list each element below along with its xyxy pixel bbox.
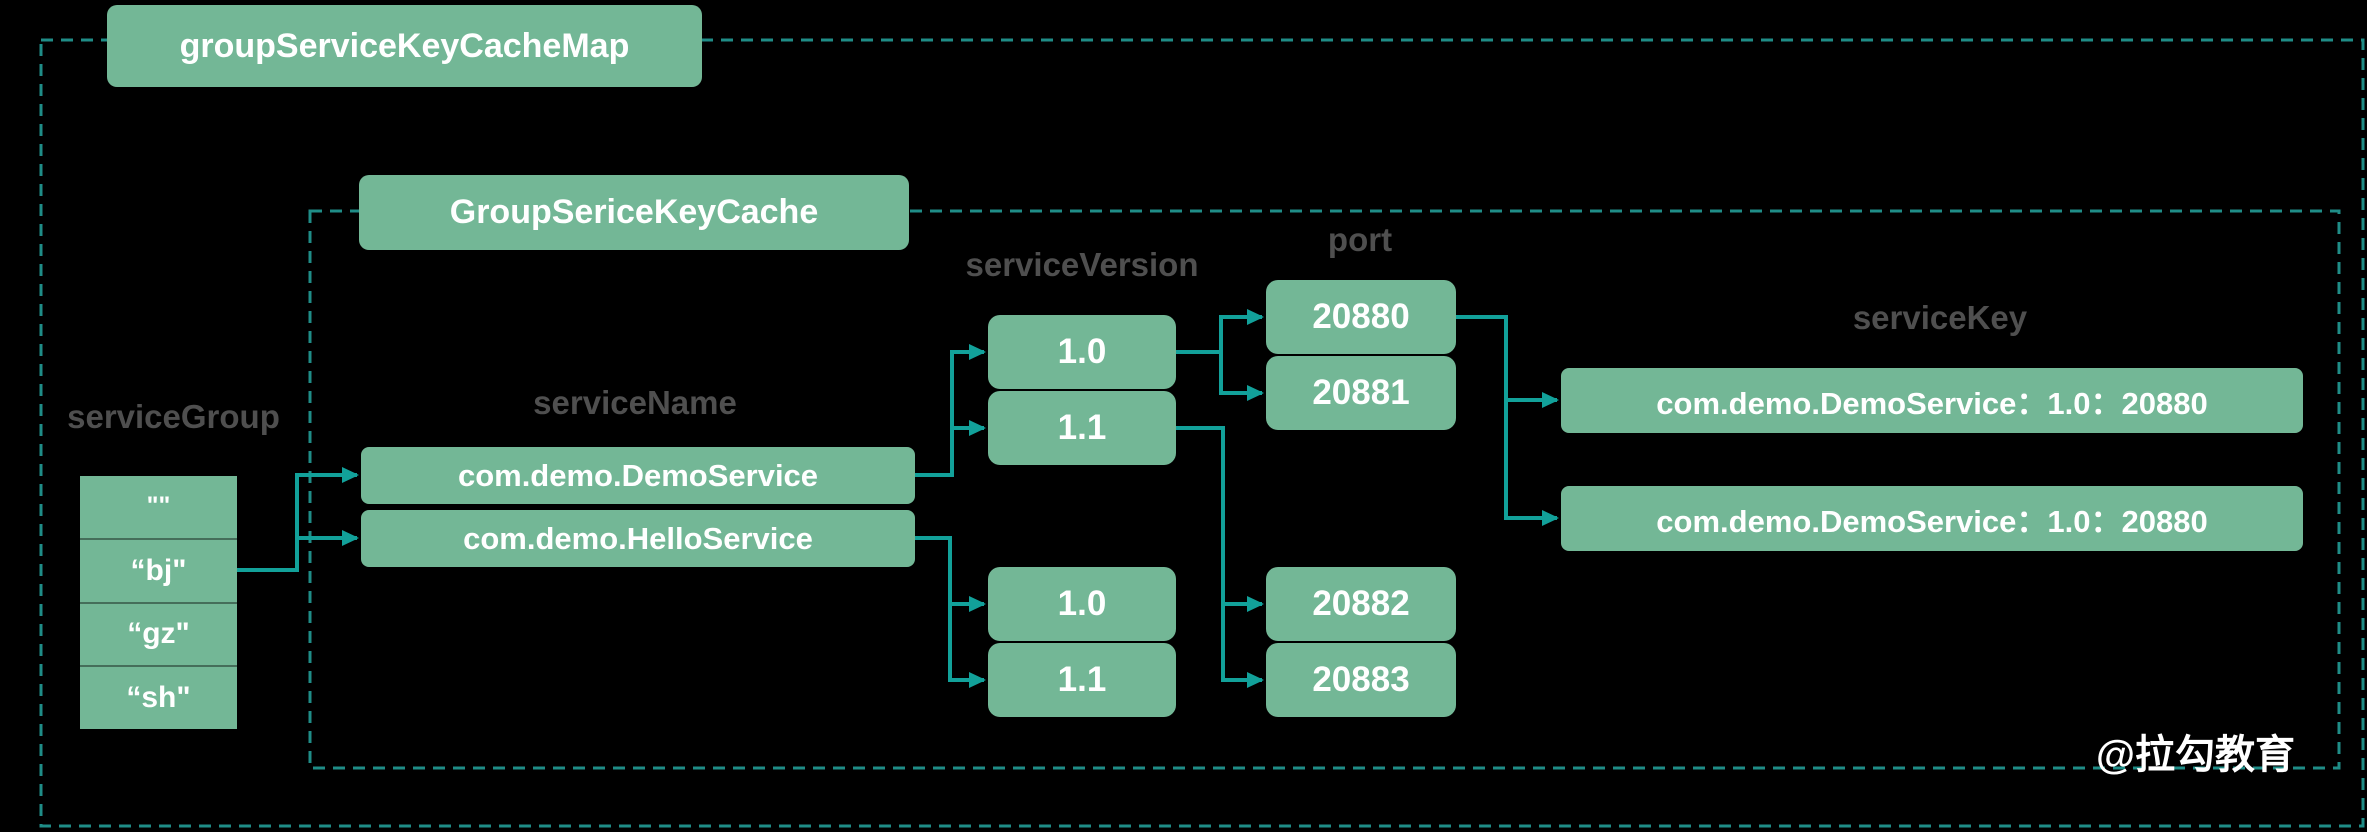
port-box-20880: 20880: [1266, 280, 1456, 354]
service-version-label: serviceVersion: [965, 246, 1199, 283]
arrow-version11-to-ports: [1176, 426, 1264, 688]
service-group-stack: "" “bj" “gz" “sh": [80, 476, 237, 729]
port-box-20882: 20882: [1266, 567, 1456, 641]
service-name-label: serviceName: [533, 384, 737, 421]
port-label: port: [1327, 221, 1393, 258]
group-service-key-cache-map-title: groupServiceKeyCacheMap: [107, 5, 702, 87]
service-group-item: "": [80, 476, 237, 540]
service-key-label: serviceKey: [1852, 299, 2028, 336]
service-name-box-demoservice: com.demo.DemoService: [361, 447, 915, 504]
arrow-port-to-keys: [1456, 315, 1559, 526]
inner-dashed-border: [308, 209, 2341, 770]
outer-dashed-border: [39, 38, 2365, 828]
service-key-box-2: com.demo.DemoService：1.0：20880: [1561, 486, 2303, 551]
version-box-1-1-top: 1.1: [988, 391, 1176, 465]
group-serice-key-cache-title: GroupSericeKeyCache: [359, 175, 909, 250]
service-group-item: “gz": [80, 604, 237, 668]
version-box-1-1-bottom: 1.1: [988, 643, 1176, 717]
port-box-20881: 20881: [1266, 356, 1456, 430]
service-group-item: “sh": [126, 681, 191, 715]
service-group-label: serviceGroup: [67, 398, 280, 435]
arrow-version10-to-ports: [1176, 309, 1264, 401]
service-group-item: “bj": [80, 540, 237, 604]
service-key-box-1: com.demo.DemoService：1.0：20880: [1561, 368, 2303, 433]
arrow-demoservice-to-versions: [915, 344, 986, 477]
service-name-box-helloservice: com.demo.HelloService: [361, 510, 915, 567]
version-box-1-0-top: 1.0: [988, 315, 1176, 389]
arrow-helloservice-to-versions: [915, 536, 986, 688]
port-box-20883: 20883: [1266, 643, 1456, 717]
watermark: @拉勾教育: [2095, 733, 2295, 777]
version-box-1-0-bottom: 1.0: [988, 567, 1176, 641]
arrow-group-to-names: [237, 467, 359, 572]
